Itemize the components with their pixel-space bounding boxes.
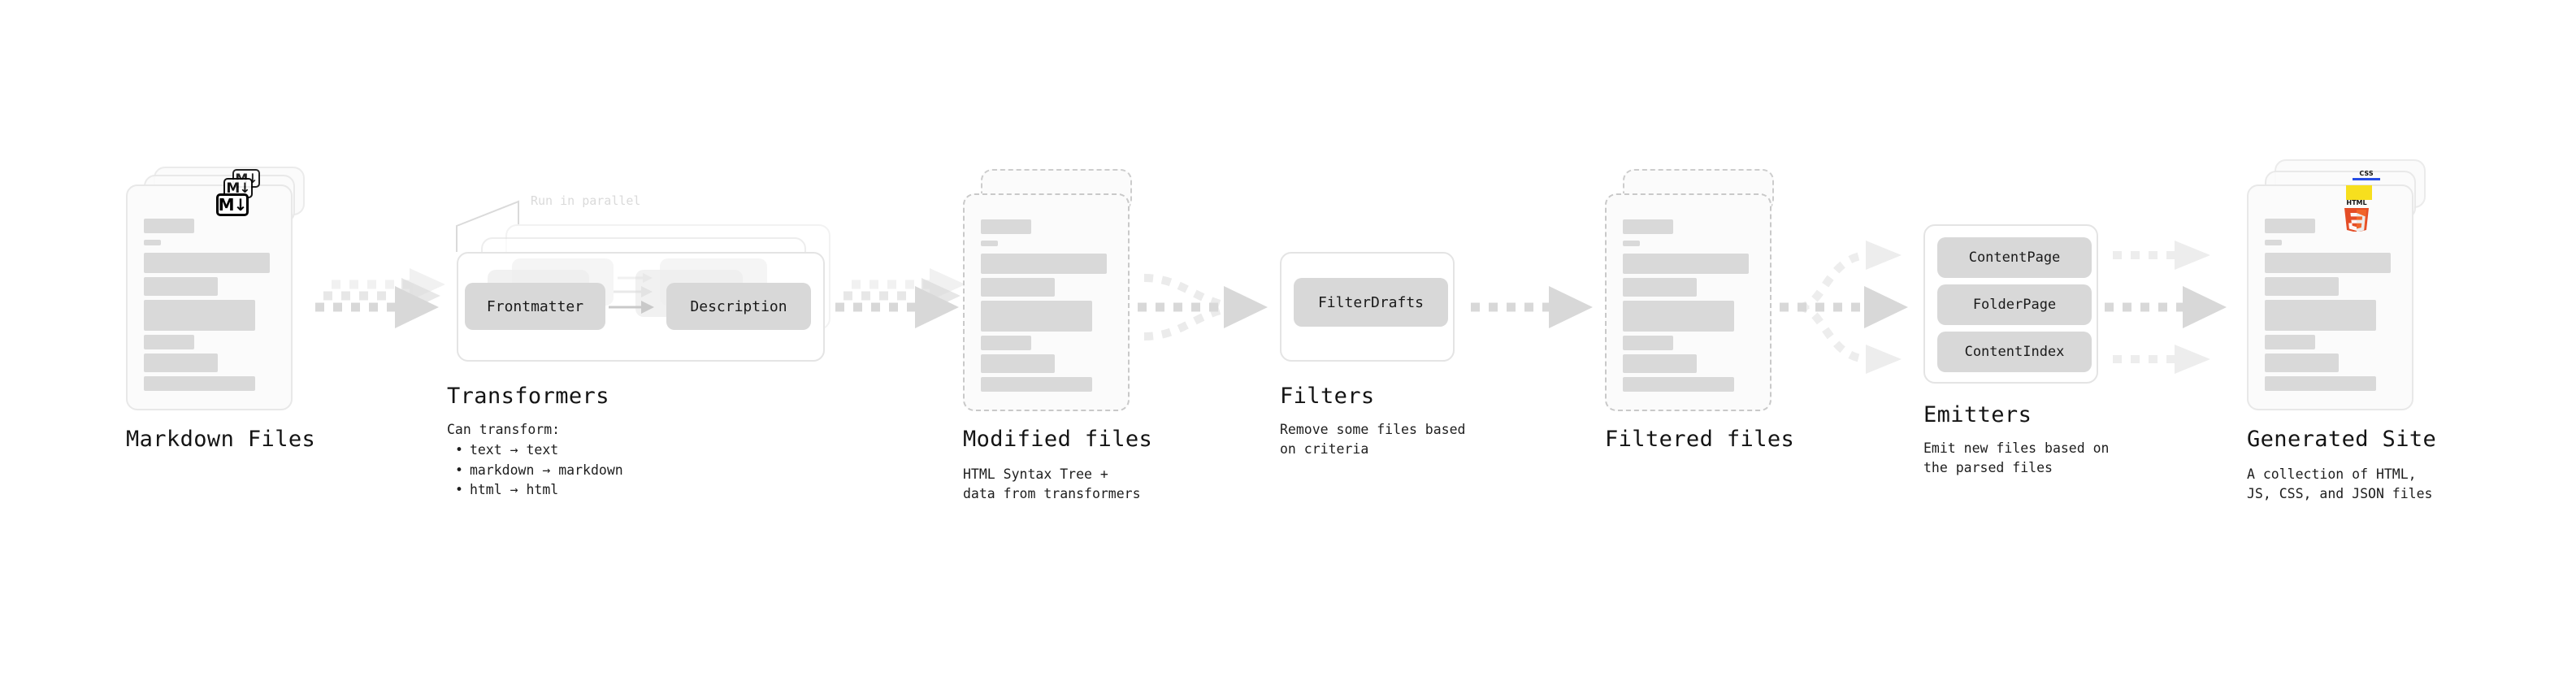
stage-title-transformers: Transformers bbox=[447, 384, 609, 409]
arrow-emitters-to-site bbox=[2105, 241, 2227, 374]
generated-site-description: A collection of HTML, JS, CSS, and JSON … bbox=[2247, 466, 2433, 501]
html5-badge-shield: HTML bbox=[2344, 199, 2369, 232]
stage-title-markdown-files: Markdown Files bbox=[126, 427, 316, 452]
skeleton-line bbox=[144, 253, 270, 273]
skeleton-line bbox=[144, 376, 255, 391]
stage-title-filtered-files: Filtered files bbox=[1605, 427, 1795, 452]
skeleton-line bbox=[1623, 301, 1734, 332]
transformers-description-head: Can transform: bbox=[447, 422, 561, 437]
emitters-group: ContentPage FolderPage ContentIndex bbox=[1923, 224, 2098, 384]
filters-group: FilterDrafts bbox=[1280, 252, 1455, 362]
transformers-bullet-item: html → html bbox=[455, 480, 623, 501]
svg-text:HTML: HTML bbox=[2346, 199, 2366, 206]
css3-badge-rule bbox=[2353, 178, 2380, 180]
skeleton-line bbox=[2265, 376, 2376, 391]
arrow-filters-to-filtered bbox=[1471, 286, 1593, 328]
skeleton-meta bbox=[1623, 241, 1640, 246]
skeleton-line bbox=[2265, 300, 2376, 331]
stage-title-emitters: Emitters bbox=[1923, 402, 2032, 427]
skeleton-line bbox=[144, 300, 255, 331]
markdown-files-stack: M↓ M↓ M↓ bbox=[126, 167, 305, 410]
transformer-pill-frontmatter[interactable]: Frontmatter bbox=[465, 283, 605, 330]
emitter-pill-contentindex[interactable]: ContentIndex bbox=[1937, 332, 2092, 372]
skeleton-line bbox=[1623, 377, 1734, 392]
transformers-bullet-item: markdown → markdown bbox=[455, 461, 623, 481]
css3-badge-label: CSS bbox=[2359, 170, 2374, 177]
modified-files-description: HTML Syntax Tree + data from transformer… bbox=[963, 466, 1141, 501]
skeleton-title bbox=[2265, 219, 2315, 233]
skeleton-line bbox=[981, 354, 1055, 373]
skeleton-meta bbox=[144, 240, 161, 245]
transformers-bullet-list: text → text markdown → markdown html → h… bbox=[455, 440, 623, 501]
arrow-filtered-to-emitters bbox=[1780, 241, 1908, 374]
skeleton-line bbox=[981, 377, 1092, 392]
skeleton-line bbox=[981, 301, 1092, 332]
markdown-badge: M↓ bbox=[216, 193, 249, 216]
stage-title-generated-site: Generated Site bbox=[2247, 427, 2437, 452]
transformers-bullet-item: text → text bbox=[455, 440, 623, 461]
skeleton-meta bbox=[981, 241, 998, 246]
arrow-transformers-to-modified bbox=[835, 268, 965, 328]
skeleton-line bbox=[981, 336, 1031, 350]
run-in-parallel-label: Run in parallel bbox=[531, 193, 641, 208]
skeleton-line bbox=[1623, 354, 1697, 373]
skeleton-line bbox=[981, 278, 1055, 297]
skeleton-line bbox=[1623, 336, 1673, 350]
skeleton-line bbox=[144, 335, 194, 349]
skeleton-line bbox=[981, 254, 1107, 274]
skeleton-line bbox=[2265, 277, 2339, 296]
generated-site-stack: CSS HTML bbox=[2247, 159, 2434, 411]
document-card-front bbox=[1605, 193, 1772, 411]
skeleton-title bbox=[981, 219, 1031, 234]
javascript-badge bbox=[2346, 185, 2372, 200]
skeleton-line bbox=[144, 277, 218, 296]
stage-title-modified-files: Modified files bbox=[963, 427, 1153, 452]
css3-badge: CSS bbox=[2353, 171, 2380, 180]
transformers-group-stack: Run in parallel Frontmatter bbox=[447, 193, 837, 362]
emitter-pill-contentpage[interactable]: ContentPage bbox=[1937, 237, 2092, 278]
document-card-front bbox=[2247, 184, 2413, 410]
skeleton-title bbox=[144, 219, 194, 233]
skeleton-meta bbox=[2265, 240, 2282, 245]
skeleton-title bbox=[1623, 219, 1673, 234]
arrow-modified-to-filters bbox=[1138, 274, 1268, 340]
filtered-files-stack bbox=[1605, 169, 1784, 413]
document-card-front bbox=[126, 184, 293, 410]
emitter-pill-folderpage[interactable]: FolderPage bbox=[1937, 284, 2092, 325]
skeleton-line bbox=[2265, 335, 2315, 349]
emitters-description: Emit new files based on the parsed files bbox=[1923, 440, 2110, 475]
skeleton-line bbox=[144, 354, 218, 372]
skeleton-line bbox=[2265, 354, 2339, 372]
document-card-front bbox=[963, 193, 1130, 411]
filters-description: Remove some files based on criteria bbox=[1280, 422, 1466, 457]
stage-title-filters: Filters bbox=[1280, 384, 1375, 409]
html5-badge: HTML bbox=[2341, 197, 2372, 232]
transformer-pill-description[interactable]: Description bbox=[666, 283, 811, 330]
arrow-markdown-to-transformers bbox=[315, 268, 445, 328]
skeleton-line bbox=[1623, 254, 1749, 274]
transformers-description: Can transform: text → text markdown → ma… bbox=[447, 420, 623, 501]
skeleton-line bbox=[2265, 253, 2391, 273]
filter-pill-filterdrafts[interactable]: FilterDrafts bbox=[1294, 278, 1448, 327]
skeleton-line bbox=[1623, 278, 1697, 297]
modified-files-stack bbox=[963, 169, 1142, 413]
